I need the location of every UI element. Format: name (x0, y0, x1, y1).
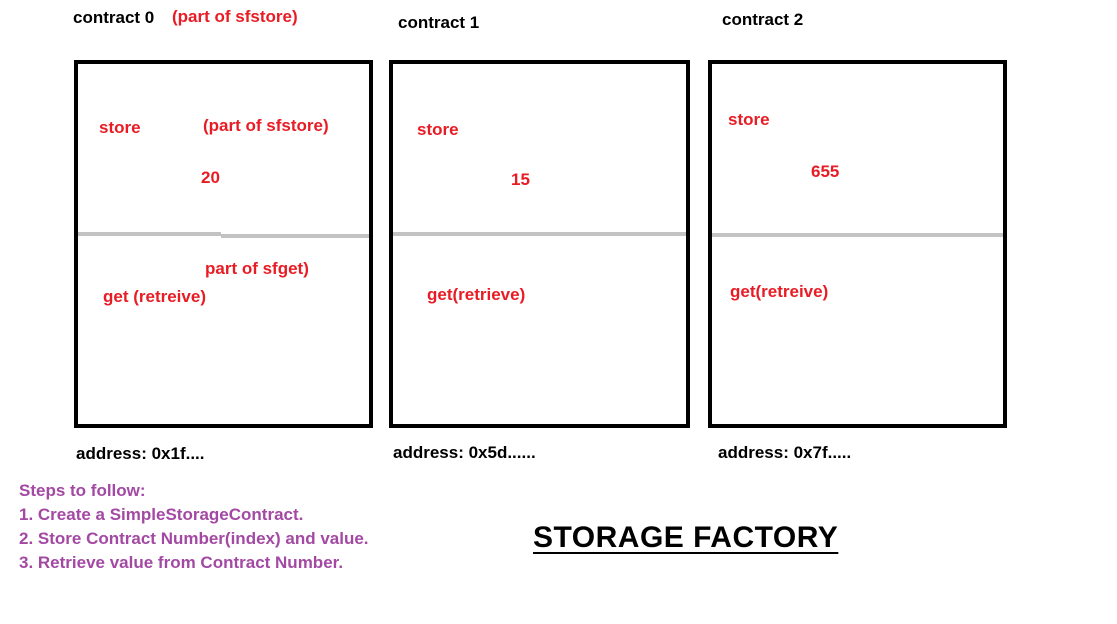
contract-0-value: 20 (201, 168, 220, 187)
contract-2-address: address: 0x7f..... (718, 443, 852, 462)
contract-0-divider-left (78, 232, 221, 236)
contract-2-get-label: get(retreive) (730, 282, 829, 301)
contract-2-label: contract 2 (722, 10, 804, 29)
step-item-1: 1. Create a SimpleStorageContract. (19, 505, 304, 524)
contract-0-label-note: (part of sfstore) (172, 7, 298, 26)
contract-0-store-note: (part of sfstore) (203, 116, 329, 135)
contract-1-store-label: store (417, 120, 459, 139)
contract-1-value: 15 (511, 170, 530, 189)
step-item-3: 3. Retrieve value from Contract Number. (19, 553, 344, 572)
diagram-title: STORAGE FACTORY (533, 521, 839, 554)
contract-1-get-label: get(retrieve) (427, 285, 526, 304)
contract-0-label: contract 0 (73, 8, 155, 27)
contract-2-divider (712, 233, 1003, 237)
contract-0-get-note: part of sfget) (205, 259, 309, 278)
contract-2-store-label: store (728, 110, 770, 129)
contract-0-get-label: get (retreive) (103, 287, 206, 306)
contract-1-box (389, 60, 690, 428)
contract-0-box (74, 60, 373, 428)
contract-1-address: address: 0x5d...... (393, 443, 536, 462)
contract-2-value: 655 (811, 162, 840, 181)
contract-0-address: address: 0x1f.... (76, 444, 205, 463)
steps-heading: Steps to follow: (19, 481, 146, 500)
step-item-2: 2. Store Contract Number(index) and valu… (19, 529, 369, 548)
contract-2-box (708, 60, 1007, 428)
contract-1-label: contract 1 (398, 13, 480, 32)
contract-1-divider (393, 232, 686, 236)
contract-0-divider-right (221, 234, 369, 238)
contract-0-store-label: store (99, 118, 141, 137)
